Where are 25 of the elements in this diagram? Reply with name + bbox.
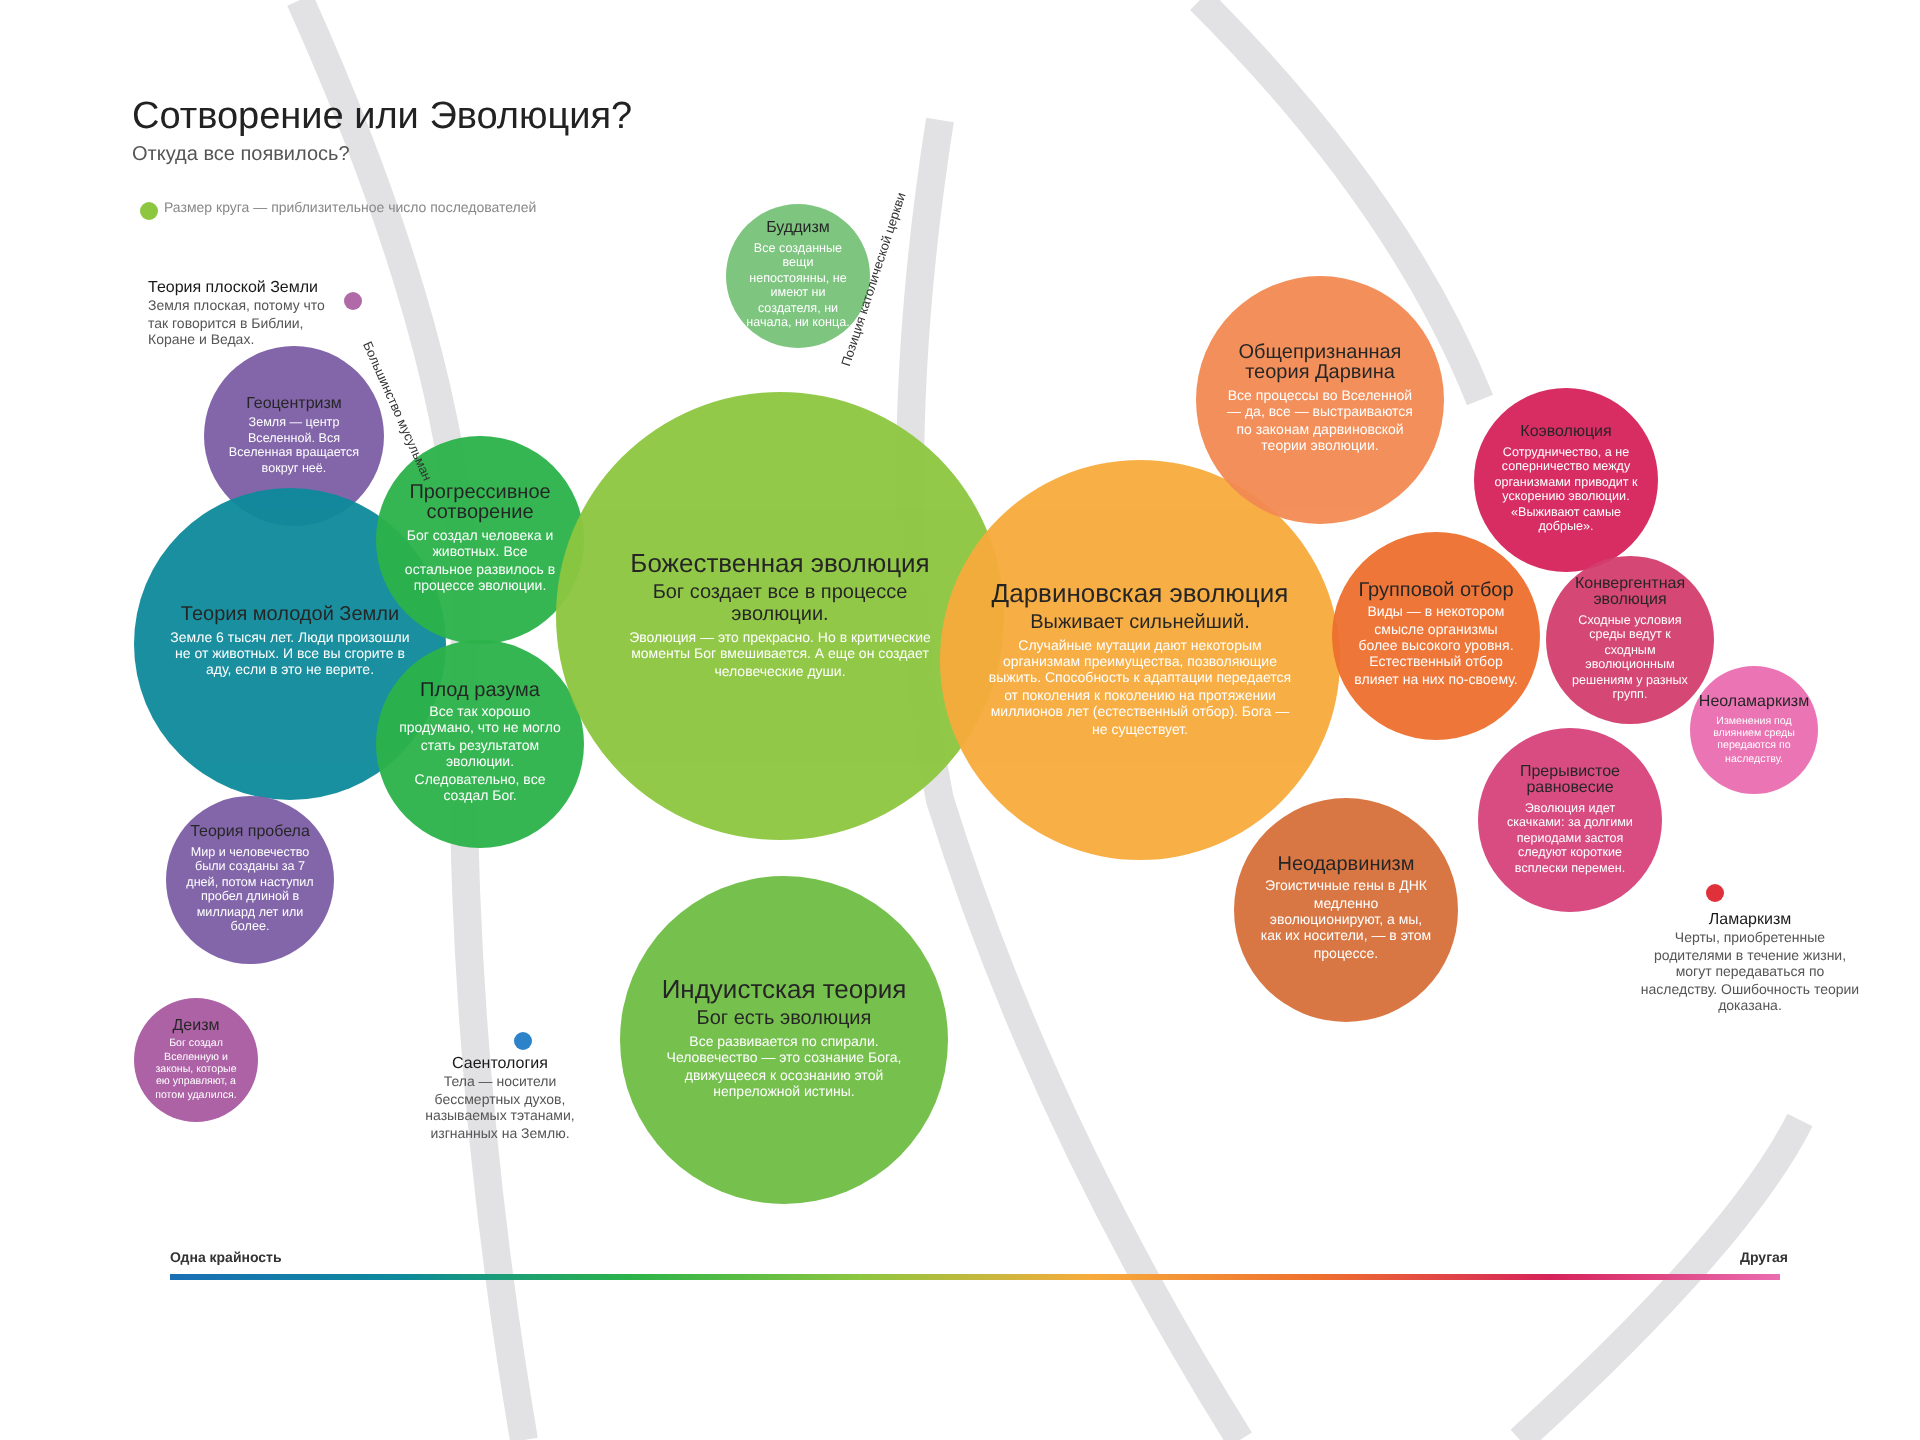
circle-subheading: Бог есть эволюция — [696, 1008, 872, 1031]
circle-heading: Теория пробела — [190, 824, 310, 842]
circle-heading: Ламаркизм — [1706, 912, 1794, 929]
circle-heading: Неодарвинизм — [1277, 855, 1415, 877]
circle-heading: Плод разума — [420, 681, 540, 703]
circle-heading: Буддизм — [766, 220, 830, 238]
circle-heading: Деизм — [172, 1017, 220, 1035]
circle-heading: Коэволюция — [1520, 424, 1612, 442]
subtitle: Откуда все появилось? — [132, 144, 350, 166]
circle-heading: Теория молодой Земли — [180, 606, 400, 628]
circle-heading: Индуистская теория — [661, 976, 907, 1005]
circle-heading: Прогрессивное сотворение — [407, 483, 553, 526]
circle-heading: Неоламаркизм — [1698, 694, 1810, 711]
circle-subheading: Бог создает все в процессе эволюции. — [650, 581, 910, 626]
circle-heading: Саентология — [450, 1056, 550, 1073]
circle-heading: Дарвиновская эволюция — [991, 580, 1289, 608]
circle-heading: Групповой отбор — [1358, 581, 1514, 603]
circle-heading: Общепризнанная теория Дарвина — [1236, 343, 1404, 386]
title: Сотворение или Эволюция? — [132, 96, 633, 140]
circle-heading: Теория плоской Земли — [148, 280, 320, 297]
circle-heading: Прерывистое равновесие — [1517, 763, 1623, 798]
circle-subheading: Выживает сильнейший. — [1030, 611, 1250, 634]
circle-heading: Геоцентризм — [246, 395, 342, 413]
circle-heading: Конвергентная эволюция — [1572, 575, 1688, 610]
circle-heading: Божественная эволюция — [630, 550, 930, 578]
